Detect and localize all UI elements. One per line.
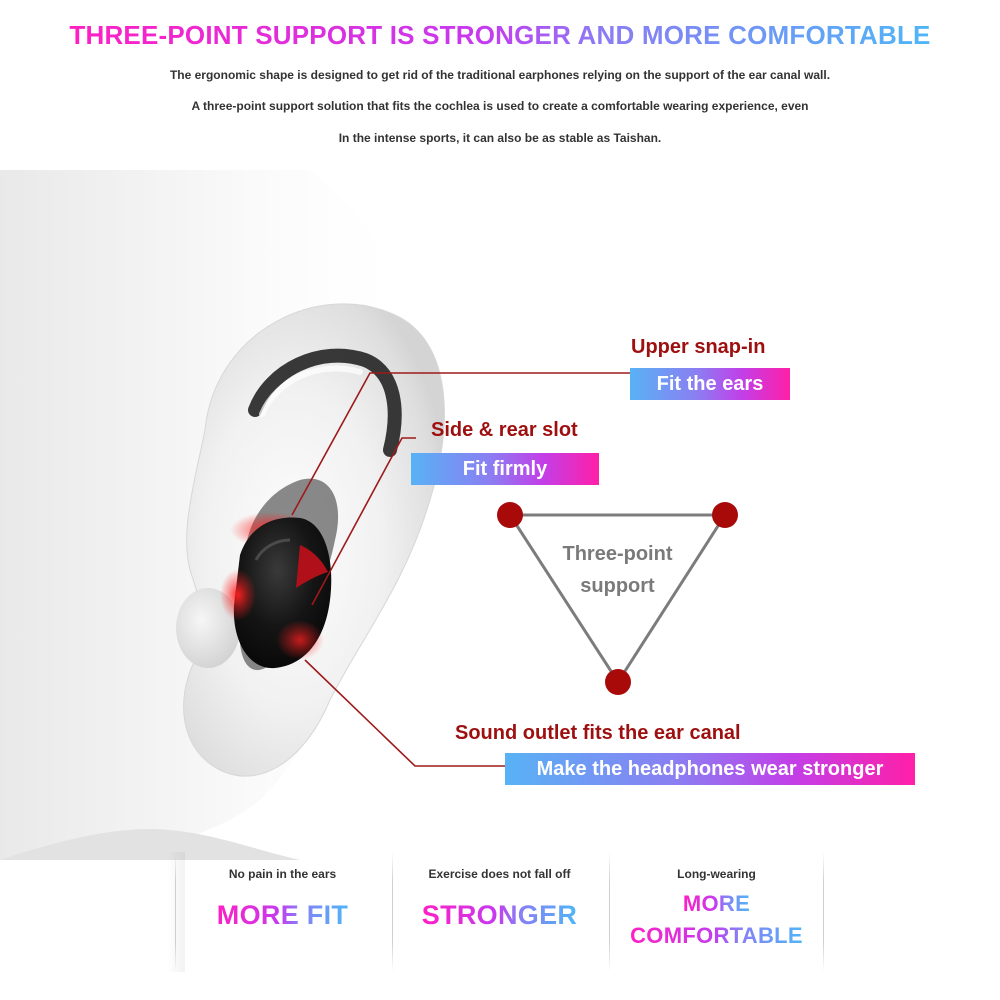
callout-side-bar: Fit firmly (411, 453, 599, 485)
feature-headline: STRONGER (421, 900, 578, 930)
feature-stronger: Exercise does not fall off STRONGER (392, 852, 607, 972)
feature-divider (609, 852, 610, 972)
support-point-upper-right (712, 502, 738, 528)
feature-caption: Long-wearing (677, 867, 756, 881)
sound-leader-line (304, 659, 505, 767)
triangle-label-line-2: support (580, 575, 655, 597)
feature-shade (167, 852, 185, 972)
feature-headline: MORE FIT (216, 900, 349, 930)
callout-sound-title: Sound outlet fits the ear canal (455, 722, 741, 744)
three-point-triangle (497, 502, 738, 695)
feature-headline: MORE COMFORTABLE (630, 891, 803, 948)
headline-text: THREE-POINT SUPPORT IS STRONGER AND MORE… (69, 20, 931, 50)
feature-more-comfortable: Long-wearing MORE COMFORTABLE (609, 852, 824, 972)
callout-upper-title: Upper snap-in (631, 336, 766, 358)
intro-line-1: The ergonomic shape is designed to get r… (169, 68, 831, 82)
triangle-label: Three-point support (530, 538, 705, 602)
upper-leader-line (291, 372, 630, 516)
feature-more-fit: No pain in the ears MORE FIT (167, 852, 390, 972)
intro-line-2: A three-point support solution that fits… (191, 99, 809, 113)
earbud (220, 512, 332, 669)
support-point-bottom (605, 669, 631, 695)
feature-divider (823, 852, 824, 972)
feature-divider (392, 852, 393, 972)
feature-caption: Exercise does not fall off (428, 867, 571, 881)
side-leader-line (311, 437, 416, 606)
page-headline: THREE-POINT SUPPORT IS STRONGER AND MORE… (0, 20, 1000, 51)
triangle-label-line-1: Three-point (562, 543, 673, 565)
callout-upper-bar: Fit the ears (630, 368, 790, 400)
callout-side-title: Side & rear slot (431, 419, 578, 441)
feature-divider (175, 852, 176, 972)
callout-sound-bar: Make the headphones wear stronger (505, 753, 915, 785)
callout-lines (291, 372, 630, 767)
feature-caption: No pain in the ears (228, 867, 337, 881)
ear-earbud-illustration (0, 170, 738, 860)
support-point-upper-left (497, 502, 523, 528)
intro-line-3: In the intense sports, it can also be as… (338, 131, 662, 145)
